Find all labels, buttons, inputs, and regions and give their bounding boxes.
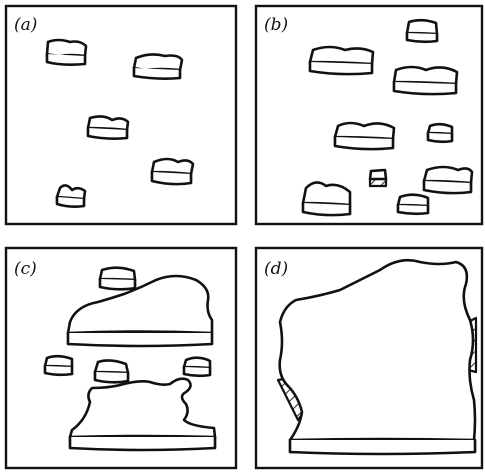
panel-b-label: (b)	[264, 15, 288, 35]
panel-d-label: (d)	[264, 259, 288, 279]
island	[184, 358, 210, 376]
island	[47, 40, 86, 65]
island	[394, 67, 457, 94]
island	[100, 268, 135, 290]
panel-b: (b)	[256, 6, 482, 224]
island	[335, 123, 394, 149]
island	[310, 47, 373, 74]
panel-a-frame	[6, 6, 236, 224]
panel-d: (d)	[256, 248, 482, 468]
panel-c-label: (c)	[14, 259, 37, 279]
panel-a-label: (a)	[14, 15, 37, 35]
island	[424, 167, 472, 193]
panel-c: (c)	[6, 248, 236, 468]
island	[152, 159, 193, 184]
island	[134, 54, 182, 78]
island	[407, 20, 437, 42]
island	[428, 124, 452, 142]
island	[303, 182, 350, 215]
island	[88, 116, 128, 138]
panel-a: (a)	[6, 6, 236, 224]
island	[95, 360, 128, 382]
island	[398, 195, 428, 214]
island	[370, 170, 386, 186]
island	[57, 185, 85, 206]
island	[45, 356, 72, 375]
